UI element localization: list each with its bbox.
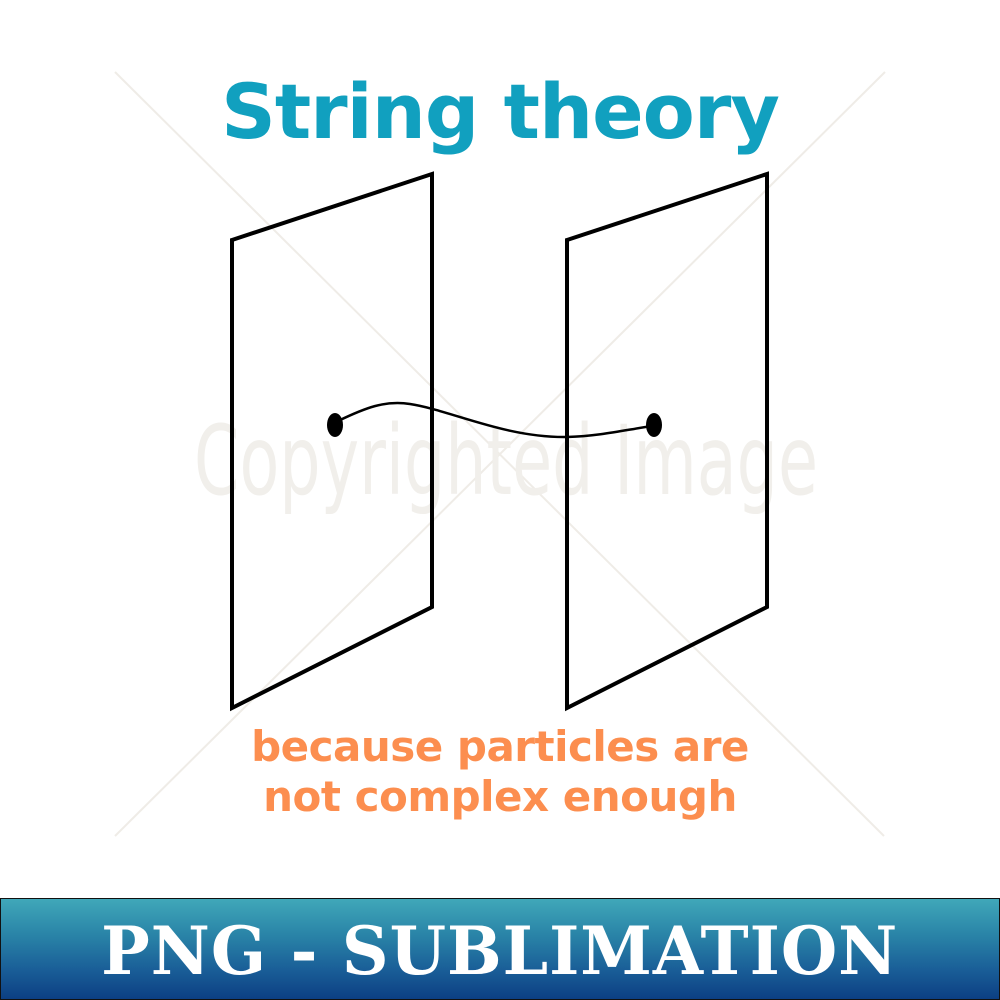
caption-line-1: because particles are bbox=[251, 722, 749, 771]
string-curve bbox=[336, 401, 654, 439]
watermark: Copyrighted Image bbox=[114, 71, 886, 837]
left-brane bbox=[230, 171, 434, 712]
banner-label: PNG - SUBLIMATION bbox=[101, 912, 899, 990]
png-sublimation-banner: PNG - SUBLIMATION bbox=[0, 898, 1000, 1000]
page-title: String theory bbox=[221, 67, 780, 156]
caption-line-2: not complex enough bbox=[263, 772, 737, 821]
caption: because particles are not complex enough bbox=[0, 722, 1000, 822]
string-theory-diagram bbox=[230, 171, 769, 712]
watermark-text: Copyrighted Image bbox=[194, 405, 818, 517]
right-brane bbox=[565, 171, 769, 712]
left-endpoint-dot bbox=[327, 413, 343, 437]
right-endpoint-dot bbox=[646, 413, 662, 437]
watermark-diagonal-line bbox=[114, 71, 886, 837]
